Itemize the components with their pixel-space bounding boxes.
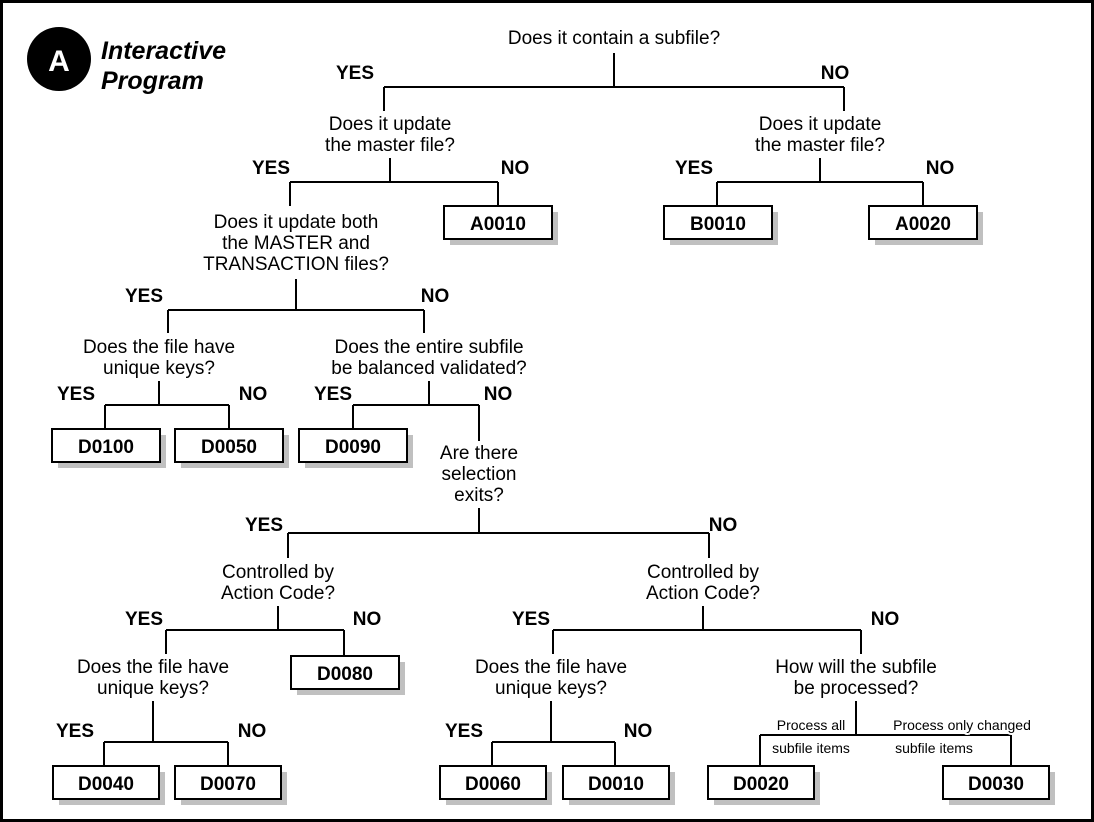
box-d0040-label: D0040 [78,774,134,795]
label-uml-yes: YES [252,158,290,179]
question-subfile-processed-line2: be processed? [794,678,919,699]
box-d0080-label: D0080 [317,664,373,685]
question-action-code-right-line1: Controlled by [647,562,759,583]
box-b0010-label: B0010 [690,214,746,235]
label-uk3-no: NO [624,721,653,742]
label-se-no: NO [709,515,738,536]
box-d0070-label: D0070 [200,774,256,795]
question-entire-subfile-line2: be balanced validated? [331,358,526,379]
logo-badge-circle [27,27,91,91]
box-d0020-label: D0020 [733,774,789,795]
edge-label-process-changed: Process only changed subfile items [891,715,1033,758]
label-uk2-yes: YES [56,721,94,742]
box-d0100-rect [51,428,161,463]
label-uk1-no: NO [239,384,268,405]
edge-label-process-all-line1: Process all [777,717,845,733]
box-d0090-label: D0090 [325,437,381,458]
question-action-code-left-line1: Controlled by [222,562,334,583]
question-unique-keys-1-line1: Does the file have [83,337,235,358]
label-se-yes: YES [245,515,283,536]
box-d0070-rect [174,765,282,800]
box-d0050[interactable]: D0050 [174,428,289,468]
label-acr-yes: YES [512,609,550,630]
box-d0040-rect [52,765,160,800]
logo-group: A Interactive Program [27,27,226,95]
label-uk2-no: NO [238,721,267,742]
box-a0020-label: A0020 [895,214,951,235]
label-es-no: NO [484,384,513,405]
question-selection-exits-line1: Are there [440,443,518,464]
box-d0030-rect [942,765,1050,800]
box-a0010-label: A0010 [470,214,526,235]
question-update-both-line2: the MASTER and [222,233,370,254]
box-d0030-label: D0030 [968,774,1024,795]
label-uk1-yes: YES [57,384,95,405]
box-d0010-rect [562,765,670,800]
box-d0050-label: D0050 [201,437,257,458]
label-acl-no: NO [353,609,382,630]
logo-badge-letter: A [48,45,70,78]
label-root-no: NO [821,63,850,84]
label-umr-yes: YES [675,158,713,179]
question-selection-exits-line2: selection [442,464,517,485]
label-umr-no: NO [926,158,955,179]
question-entire-subfile-line1: Does the entire subfile [334,337,523,358]
question-root: Does it contain a subfile? [508,28,720,49]
label-acl-yes: YES [125,609,163,630]
question-update-both-line1: Does it update both [214,212,379,233]
edge-label-process-all: Process all subfile items [770,715,852,758]
question-update-master-right-line2: the master file? [755,135,885,156]
box-d0010-label: D0010 [588,774,644,795]
box-d0060-rect [439,765,547,800]
label-ub-yes: YES [125,286,163,307]
label-uml-no: NO [501,158,530,179]
question-subfile-processed-line1: How will the subfile [775,657,937,678]
box-d0010[interactable]: D0010 [562,765,675,805]
box-d0100[interactable]: D0100 [51,428,166,468]
box-d0090-rect [298,428,408,463]
label-acr-no: NO [871,609,900,630]
question-unique-keys-3-line1: Does the file have [475,657,627,678]
box-d0080-rect [290,655,400,690]
question-update-both-line3: TRANSACTION files? [203,254,389,275]
box-a0020[interactable]: A0020 [868,205,983,245]
question-update-master-left-line2: the master file? [325,135,455,156]
box-d0100-label: D0100 [78,437,134,458]
question-selection-exits-line3: exits? [454,485,504,506]
box-d0080[interactable]: D0080 [290,655,405,695]
box-d0040[interactable]: D0040 [52,765,165,805]
box-d0020-rect [707,765,815,800]
question-unique-keys-2-line1: Does the file have [77,657,229,678]
question-update-master-left-line1: Does it update [329,114,452,135]
box-b0010-rect [663,205,773,240]
box-a0010-rect [443,205,553,240]
box-d0030[interactable]: D0030 [942,765,1055,805]
box-d0090[interactable]: D0090 [298,428,413,468]
label-es-yes: YES [314,384,352,405]
box-d0060-label: D0060 [465,774,521,795]
question-unique-keys-2-line2: unique keys? [97,678,209,699]
box-d0050-rect [174,428,284,463]
question-action-code-right-line2: Action Code? [646,583,760,604]
label-uk3-yes: YES [445,721,483,742]
box-d0060[interactable]: D0060 [439,765,552,805]
question-update-master-right-line1: Does it update [759,114,882,135]
box-d0020[interactable]: D0020 [707,765,820,805]
question-unique-keys-1-line2: unique keys? [103,358,215,379]
label-root-yes: YES [336,63,374,84]
logo-title-line1: Interactive [101,37,226,65]
question-action-code-left-line2: Action Code? [221,583,335,604]
decision-tree-diagram: A Interactive Program Does it contain a … [27,27,1055,805]
logo-title-line2: Program [101,67,204,95]
label-ub-no: NO [421,286,450,307]
box-d0070[interactable]: D0070 [174,765,287,805]
box-a0020-rect [868,205,978,240]
edge-label-process-changed-line2: subfile items [895,740,973,756]
box-b0010[interactable]: B0010 [663,205,778,245]
box-a0010[interactable]: A0010 [443,205,558,245]
edge-label-process-all-line2: subfile items [772,740,850,756]
edge-label-process-changed-line1: Process only changed [893,717,1031,733]
question-unique-keys-3-line2: unique keys? [495,678,607,699]
